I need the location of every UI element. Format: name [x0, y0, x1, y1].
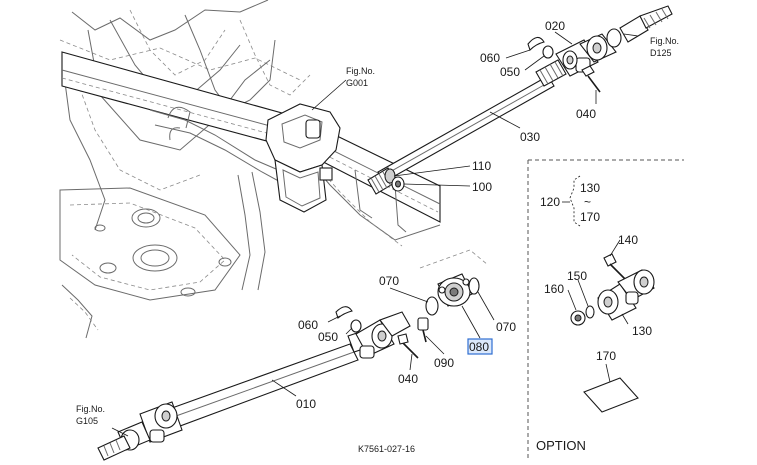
label-040-bottom[interactable]: 040 [398, 372, 418, 386]
label-080-highlight [467, 338, 493, 355]
label-020[interactable]: 020 [545, 19, 565, 33]
shaft-030 [367, 59, 567, 195]
fig-ref-d125-line1: Fig.No. [650, 36, 679, 46]
washer-050-bottom [350, 319, 362, 333]
label-070-left[interactable]: 070 [379, 274, 399, 288]
label-110[interactable]: 110 [472, 159, 491, 173]
label-170-range[interactable]: 170 [580, 210, 600, 224]
chassis-frame [59, 0, 441, 339]
label-sheet-170 [583, 377, 639, 413]
option-label: OPTION [536, 438, 586, 453]
fig-ref-g001-line1: Fig.No. [346, 66, 375, 76]
fig-ref-g105[interactable]: Fig.No. G105 [76, 404, 105, 426]
upper-shaft-assembly [367, 5, 673, 195]
label-050-top[interactable]: 050 [500, 65, 520, 79]
spline-upper-030 [535, 59, 567, 87]
bolt-040-bottom [397, 333, 419, 359]
washer-070-right [468, 277, 480, 295]
label-130-range[interactable]: 130 [580, 181, 600, 195]
figure-references: Fig.No. G001 Fig.No. D125 Fig.No. G105 [76, 36, 679, 426]
column-bracket [265, 103, 341, 213]
universal-joint-130 [597, 269, 655, 321]
universal-joint-010-top [355, 311, 411, 359]
leader-lines [111, 31, 639, 437]
shaft-010 [171, 329, 373, 427]
label-060-bottom[interactable]: 060 [298, 318, 318, 332]
drawing-code: K7561-027-16 [358, 444, 415, 454]
label-100[interactable]: 100 [472, 180, 492, 194]
label-010[interactable]: 010 [296, 397, 316, 411]
bearing-flange-080 [437, 273, 473, 307]
label-030[interactable]: 030 [520, 130, 540, 144]
label-080[interactable]: 080 [469, 340, 489, 354]
label-170[interactable]: 170 [596, 349, 616, 363]
fig-ref-d125[interactable]: Fig.No. D125 [650, 36, 679, 58]
label-120[interactable]: 120 [540, 195, 560, 209]
lower-shaft-assembly [97, 249, 489, 461]
clip-060-top [527, 36, 545, 52]
label-130[interactable]: 130 [632, 324, 652, 338]
fig-ref-g105-line2: G105 [76, 416, 98, 426]
label-060-top[interactable]: 060 [480, 51, 500, 65]
shaft-end-d125 [606, 5, 673, 48]
label-090[interactable]: 090 [434, 356, 454, 370]
label-070-right[interactable]: 070 [496, 320, 516, 334]
label-160[interactable]: 160 [544, 282, 564, 296]
label-150[interactable]: 150 [567, 269, 587, 283]
fig-ref-g105-line1: Fig.No. [76, 404, 105, 414]
part-labels: 020 060 050 040 030 110 100 070 070 060 … [296, 19, 652, 411]
label-040-top[interactable]: 040 [576, 107, 596, 121]
fig-ref-d125-line2: D125 [650, 48, 672, 58]
fig-ref-g001[interactable]: Fig.No. G001 [346, 66, 375, 88]
clip-060-bottom [335, 306, 353, 319]
washer-070-left [425, 296, 439, 316]
washer-050-top [542, 45, 554, 59]
bolt-140 [603, 253, 627, 281]
label-range-symbol: ~ [584, 195, 591, 209]
label-140[interactable]: 140 [618, 233, 638, 247]
bolt-040-top [581, 65, 601, 93]
washer-150 [585, 305, 595, 319]
fig-ref-g001-line2: G001 [346, 78, 368, 88]
option-section [527, 159, 684, 458]
label-050-bottom[interactable]: 050 [318, 330, 338, 344]
bolt-090 [417, 317, 429, 343]
universal-joint-g105 [97, 401, 183, 461]
